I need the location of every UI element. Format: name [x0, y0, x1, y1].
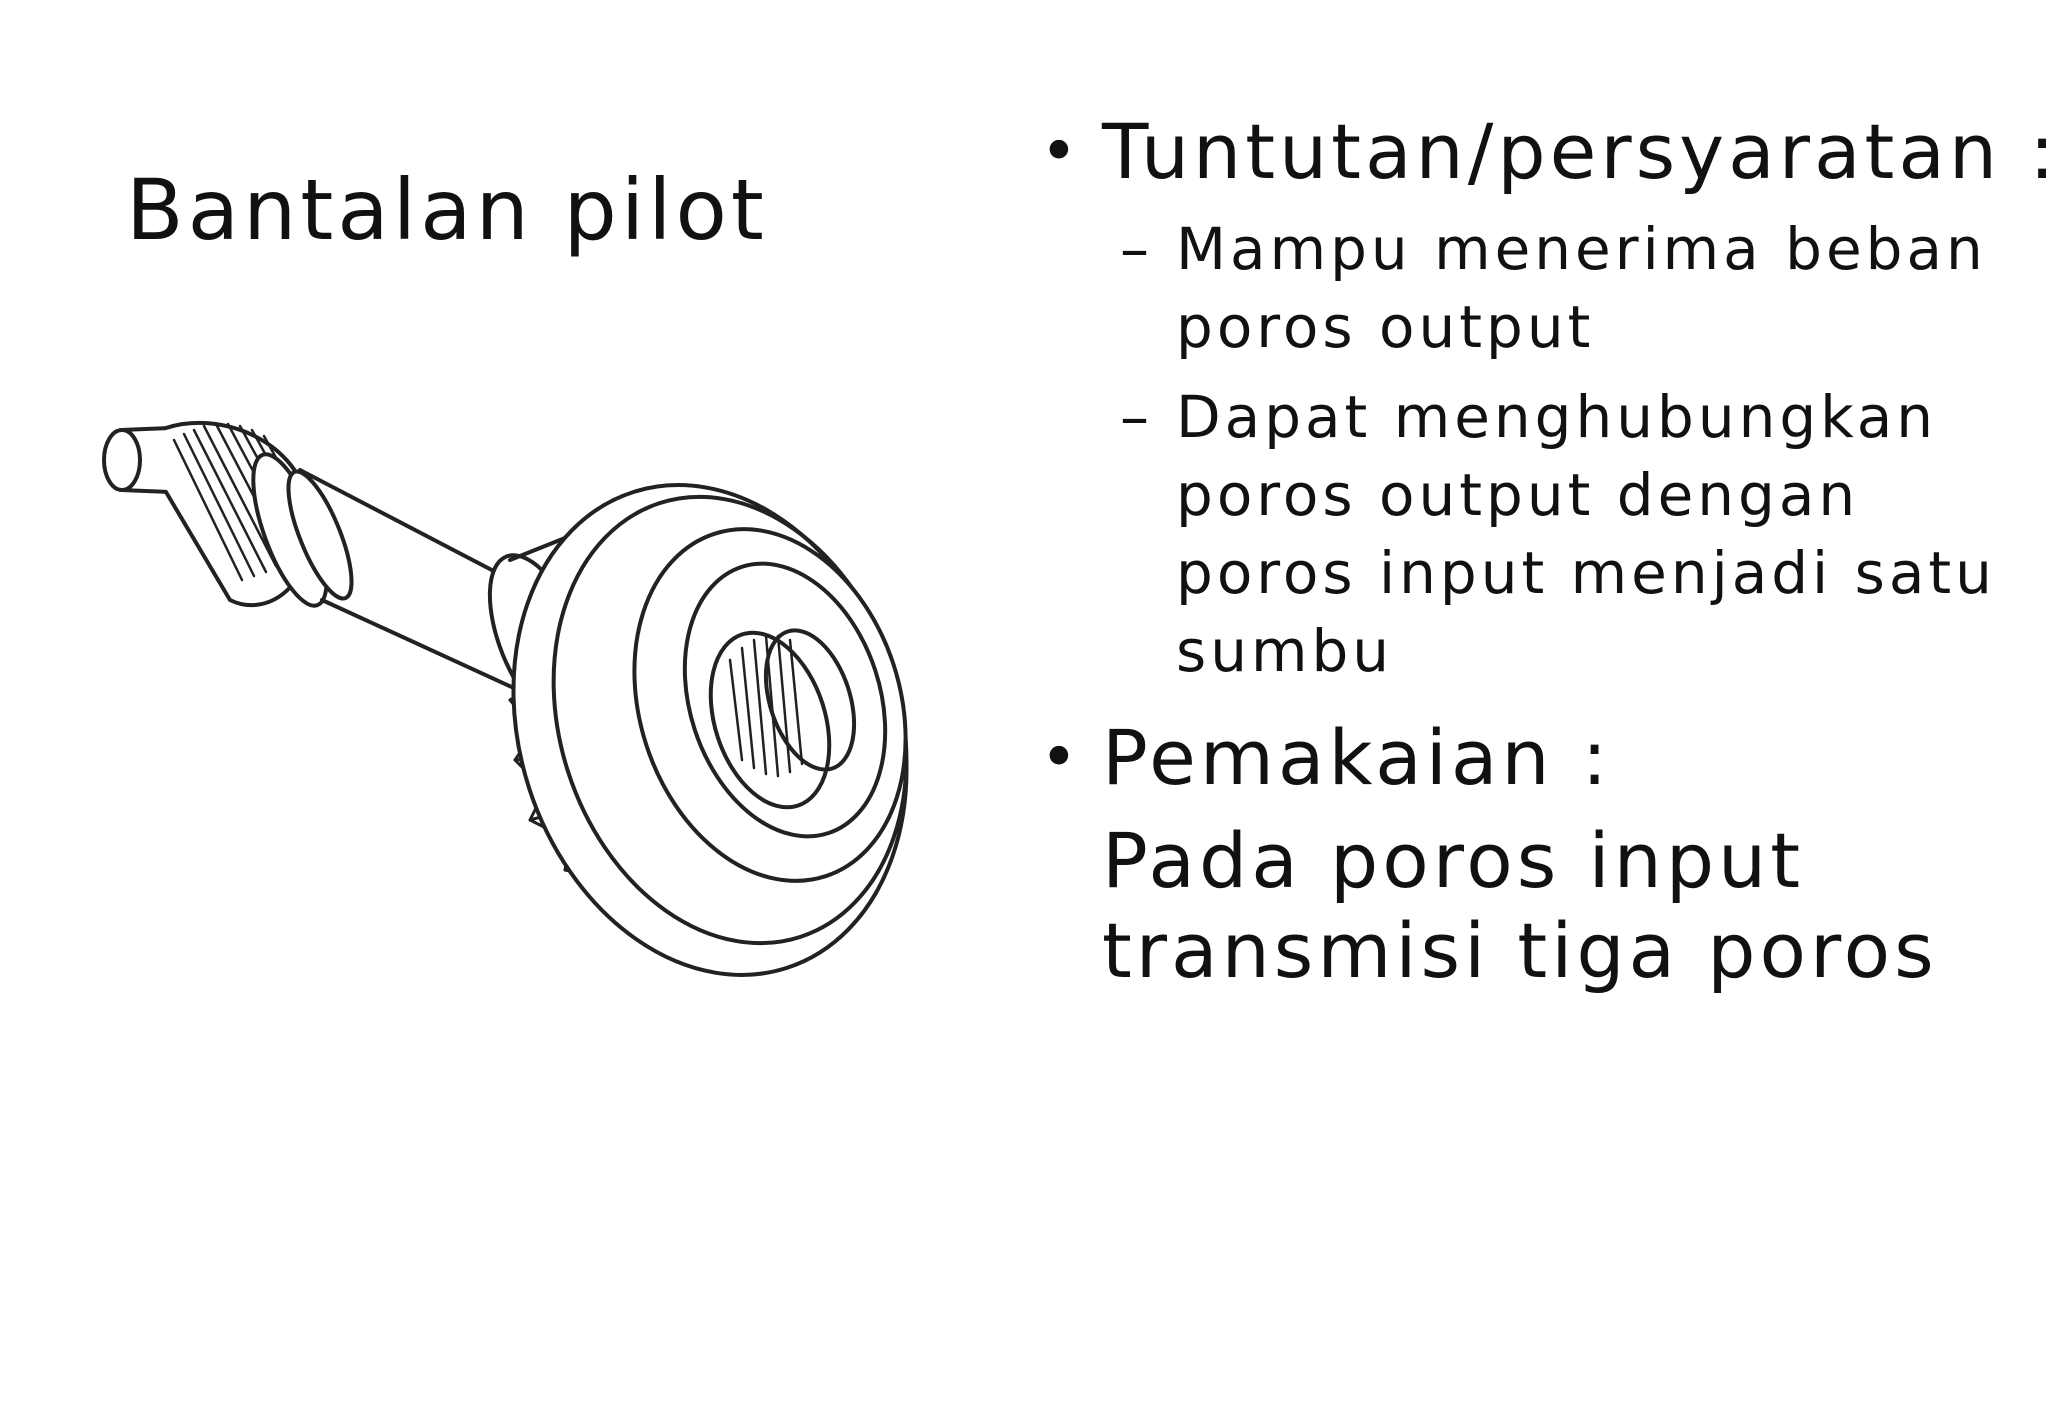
usage-detail: Pada poros input transmisi tiga poros [1040, 816, 2020, 996]
bullet-list: • Tuntutan/persyaratan : – Mampu menerim… [1040, 108, 2048, 996]
sub-item-line: poros input menjadi satu [1176, 539, 1996, 607]
bullet-glyph: • [1040, 115, 1082, 189]
sub-item-line: Dapat menghubungkan [1176, 383, 1938, 451]
usage-detail-line: transmisi tiga poros [1102, 906, 1938, 995]
sub-item-line: sumbu [1176, 617, 1394, 685]
bullet-glyph: • [1040, 721, 1082, 795]
bullet-requirements: • Tuntutan/persyaratan : [1040, 108, 2048, 196]
usage-detail-line: Pada poros input [1102, 816, 1805, 905]
dash-glyph: – [1120, 215, 1153, 283]
sub-item: – Mampu menerima beban poros output [1040, 210, 2020, 366]
sub-item-line: poros output [1176, 293, 1595, 361]
sub-list: – Mampu menerima beban poros output – Da… [1040, 210, 2020, 690]
bullet-usage: • Pemakaian : [1040, 714, 2020, 802]
sub-item-line: Mampu menerima beban [1176, 215, 1987, 283]
sub-item: – Dapat menghubungkan poros output denga… [1040, 378, 2020, 690]
slide-title: Bantalan pilot [126, 161, 768, 259]
bullet-label: Pemakaian : [1102, 713, 1612, 802]
bullet-label: Tuntutan/persyaratan : [1102, 107, 2048, 196]
gear-shaft-icon [102, 420, 909, 977]
sub-item-line: poros output dengan [1176, 461, 1860, 529]
dash-glyph: – [1120, 383, 1153, 451]
